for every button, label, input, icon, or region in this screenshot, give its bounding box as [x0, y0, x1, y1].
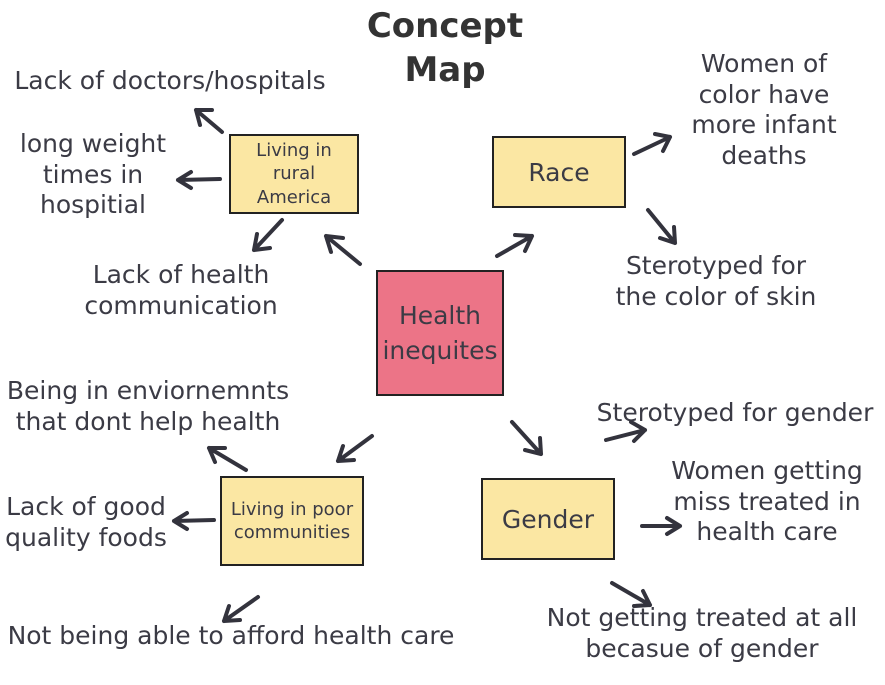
effect-women-mistreated: Women getting miss treated in health car…: [671, 456, 863, 546]
arrow-rural-to-wait-times: [176, 170, 222, 190]
health-inequities-node: Health inequites: [376, 270, 504, 396]
arrow-gender-to-mistreated: [640, 516, 682, 536]
arrow-race-to-infant-deaths: [632, 132, 672, 156]
arrow-center-to-poor: [336, 434, 374, 463]
poor-communities-node: Living in poor communities: [220, 476, 364, 566]
arrow-center-to-rural: [324, 234, 362, 266]
arrow-center-to-gender: [510, 420, 543, 456]
effect-infant-deaths: Women of color have more infant deaths: [691, 49, 837, 170]
arrow-poor-to-afford: [222, 595, 260, 623]
effect-bad-environments: Being in enviornemnts that dont help hea…: [6, 376, 290, 436]
arrow-poor-to-food: [172, 511, 216, 531]
effect-lack-health-communication: Lack of health communication: [84, 260, 278, 320]
arrow-gender-to-stereotype: [604, 420, 647, 443]
arrow-gender-to-not-treated: [610, 581, 652, 608]
effect-lack-of-doctors: Lack of doctors/hospitals: [14, 66, 326, 95]
arrow-center-to-race: [495, 233, 534, 258]
effect-gender-stereotype: Sterotyped for gender: [596, 398, 874, 427]
rural-node: Living in rural America: [229, 134, 359, 214]
race-node: Race: [492, 136, 626, 208]
effect-not-treated-gender: Not getting treated at all becasue of ge…: [546, 603, 858, 663]
effect-skin-color-stereotype: Sterotyped for the color of skin: [615, 251, 817, 311]
arrow-rural-to-doctors: [194, 108, 224, 134]
gender-node: Gender: [481, 478, 615, 560]
effect-long-wait-times: long weight times in hospitial: [19, 129, 167, 219]
effect-cannot-afford-care: Not being able to afford health care: [7, 621, 455, 650]
arrow-race-to-skin-color: [646, 208, 677, 245]
arrow-poor-to-environments: [207, 446, 248, 472]
effect-lack-good-food: Lack of good quality foods: [5, 492, 167, 552]
diagram-title: Concept Map: [366, 6, 524, 91]
arrow-rural-to-communication: [252, 218, 284, 252]
